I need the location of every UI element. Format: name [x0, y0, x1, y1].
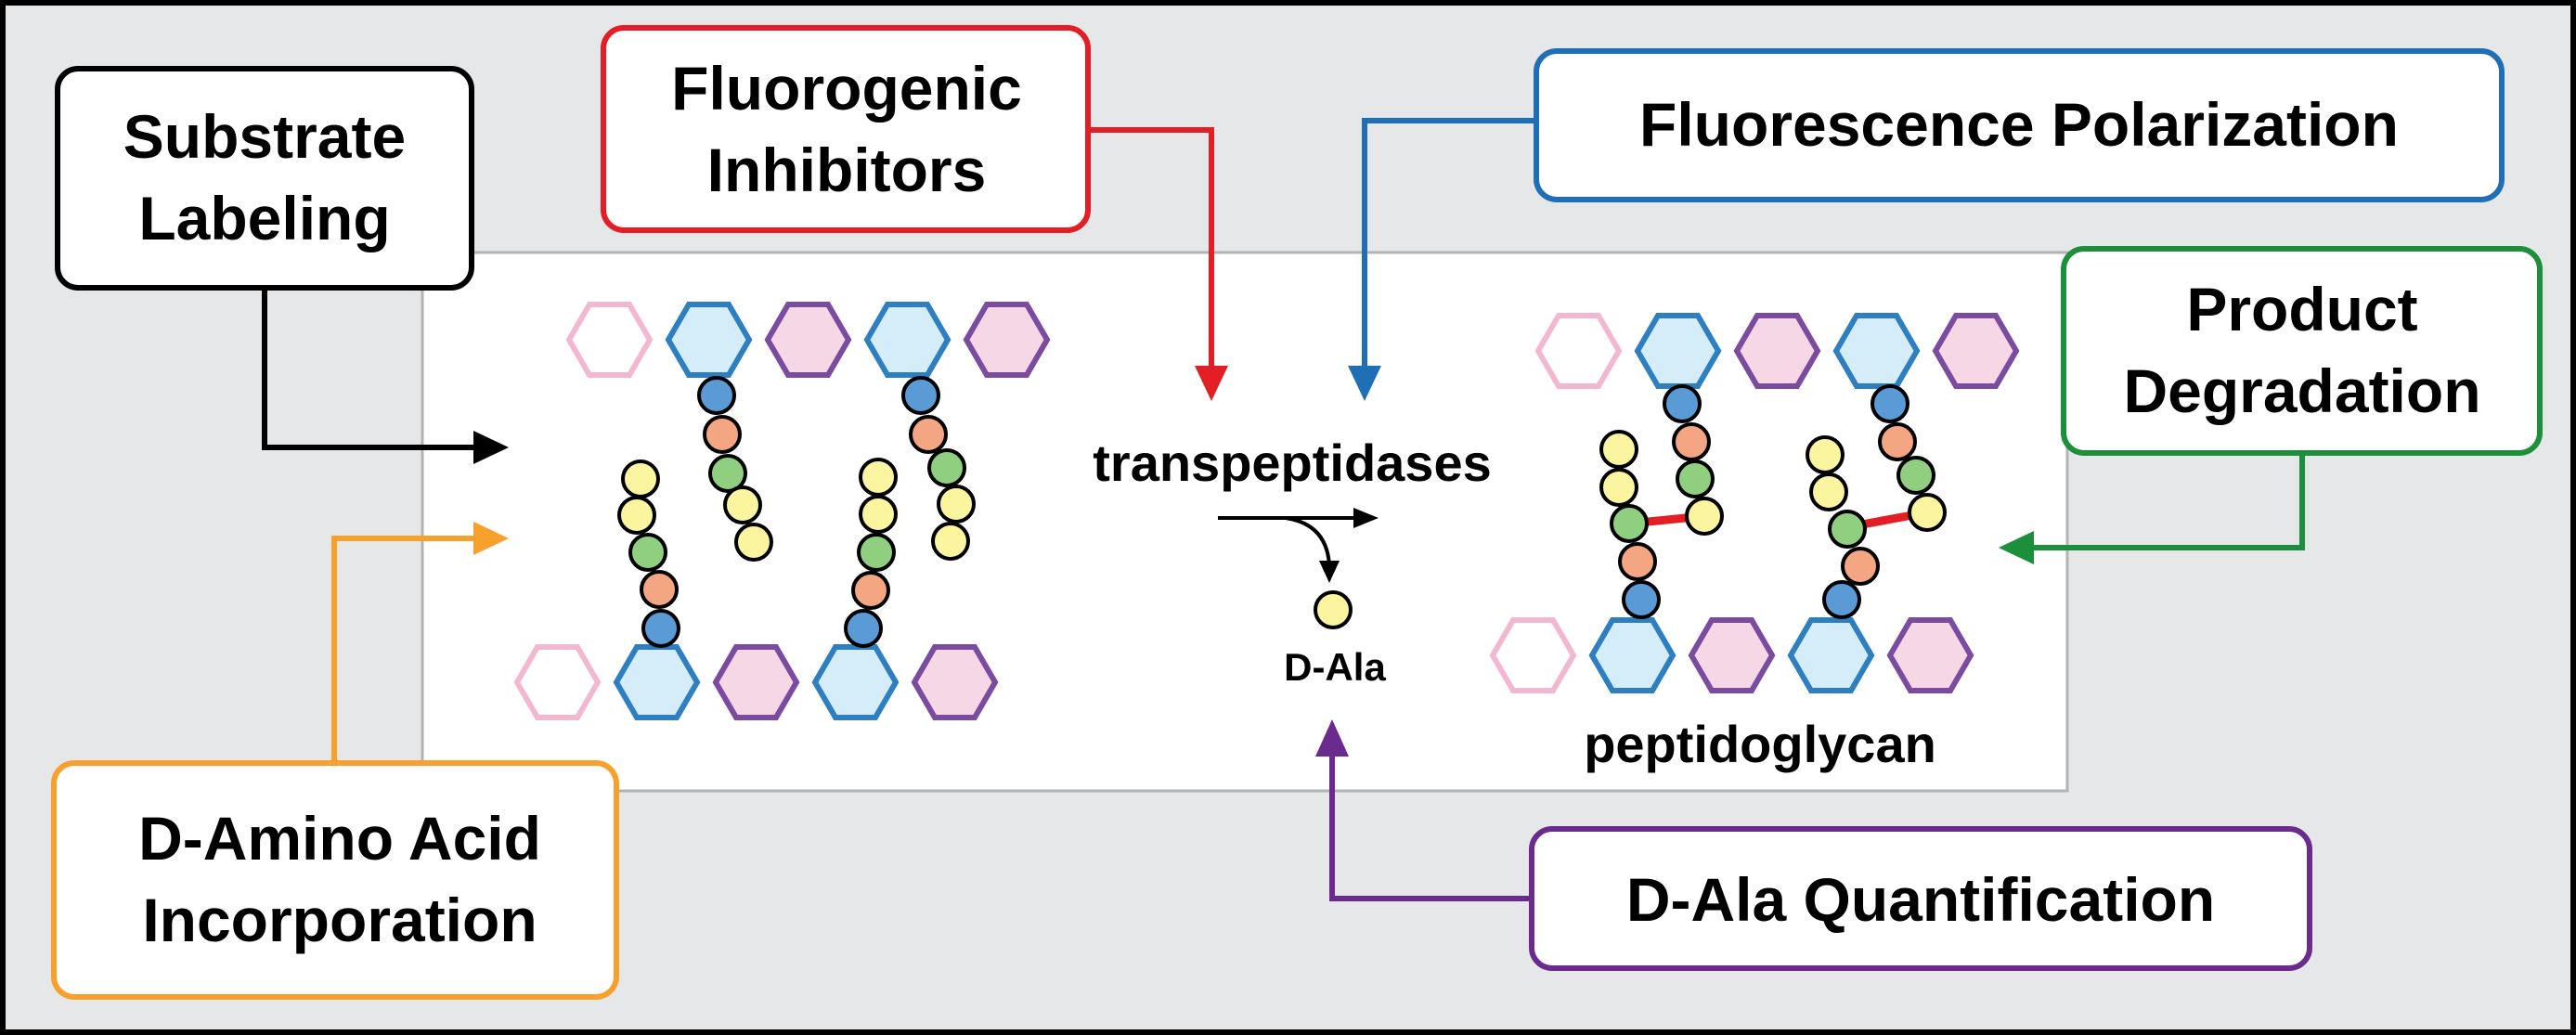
- product-degradation-line-1: Product: [2186, 275, 2417, 343]
- substrate-labeling-box: Substrate Labeling: [55, 66, 474, 291]
- substrate-labeling-arrow: [262, 288, 509, 464]
- d-amino-acid-arrow: [331, 522, 509, 763]
- glycan-hexagon: [863, 302, 951, 378]
- transpeptidase-reaction-arrow: [1218, 508, 1379, 583]
- fluorescence-polarization-label: Fluorescence Polarization: [1639, 90, 2399, 159]
- fluorogenic-inhibitors-line-1: Fluorogenic: [671, 54, 1022, 123]
- glycan-hexagon: [811, 644, 900, 720]
- d-ala-quantification-label: D-Ala Quantification: [1626, 865, 2215, 934]
- glycan-hexagon: [565, 302, 654, 378]
- glycan-hexagon: [513, 644, 602, 720]
- glycan-hexagon: [1634, 313, 1722, 389]
- glycan-hexagon: [712, 644, 800, 720]
- fluorogenic-inhibitors-line-2: Inhibitors: [707, 136, 987, 204]
- fluorescence-polarization-arrow: [1348, 118, 1536, 401]
- glycan-hexagon: [1932, 313, 2020, 389]
- d-ala-quantification-box: D-Ala Quantification: [1529, 826, 2312, 971]
- stem-peptide: [617, 459, 680, 648]
- fluorogenic-inhibitors-box: Fluorogenic Inhibitors: [601, 25, 1091, 233]
- stem-peptide: [697, 376, 773, 562]
- product-degradation-arrow: [1999, 453, 2305, 564]
- stem-peptide: [901, 376, 976, 561]
- glycan-hexagon: [911, 644, 999, 720]
- transpeptidases-label: transpeptidases: [1093, 433, 1492, 492]
- d-amino-acid-incorporation-box: D-Amino Acid Incorporation: [51, 760, 619, 1000]
- d-ala-bead: [1314, 590, 1353, 629]
- substrate-labeling-line-2: Labeling: [138, 184, 390, 252]
- stem-peptide: [1806, 435, 1880, 619]
- d-amino-acid-line-2: Incorporation: [142, 886, 537, 954]
- product-degradation-box: Product Degradation: [2061, 246, 2543, 456]
- stem-peptide: [1663, 384, 1724, 536]
- fluorogenic-inhibitors-arrow: [1091, 127, 1228, 401]
- d-amino-acid-line-1: D-Amino Acid: [138, 804, 541, 873]
- glycan-hexagon: [963, 302, 1051, 378]
- glycan-hexagon: [665, 302, 753, 378]
- peptidoglycan-label: peptidoglycan: [1584, 715, 1936, 773]
- d-ala-quantification-arrow: [1315, 719, 1536, 901]
- substrate-labeling-line-1: Substrate: [123, 102, 406, 171]
- glycan-hexagon: [613, 644, 701, 720]
- glycan-hexagon: [1534, 313, 1623, 389]
- crosslinked-peptidoglycan: [1489, 313, 2020, 693]
- glycan-hexagon: [1733, 313, 1821, 389]
- glycan-hexagon: [1787, 617, 1875, 693]
- glycan-hexagon: [764, 302, 852, 378]
- stem-peptide: [844, 458, 898, 648]
- d-ala-label: D-Ala: [1284, 645, 1386, 689]
- glycan-hexagon: [1688, 617, 1776, 693]
- stem-peptide: [1871, 384, 1947, 532]
- fluorescence-polarization-box: Fluorescence Polarization: [1534, 48, 2505, 202]
- glycan-hexagon: [1832, 313, 1921, 389]
- glycan-hexagon: [1489, 617, 1577, 693]
- glycan-hexagon: [1588, 617, 1676, 693]
- substrate-peptidoglycan: [513, 302, 1051, 720]
- glycan-hexagon: [1886, 617, 1974, 693]
- product-degradation-line-2: Degradation: [2123, 356, 2480, 425]
- stem-peptide: [1599, 430, 1661, 619]
